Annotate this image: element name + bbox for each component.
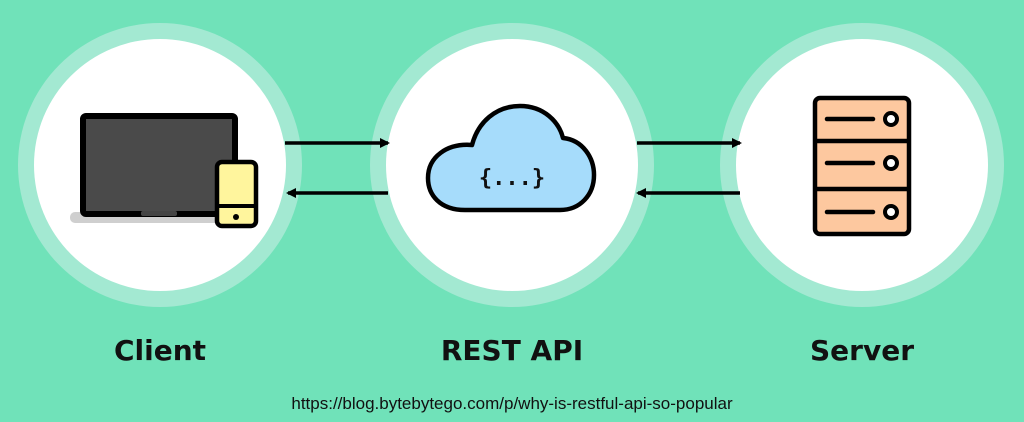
source-url: https://blog.bytebytego.com/p/why-is-res…	[291, 394, 733, 413]
cloud-json-text: {...}	[478, 166, 546, 191]
client-label: Client	[113, 334, 207, 367]
server-label: Server	[809, 334, 914, 367]
client-node	[18, 23, 302, 307]
rest-api-label: REST API	[440, 334, 584, 367]
laptop-icon	[70, 113, 238, 223]
arrows	[285, 138, 742, 198]
phone-icon	[214, 159, 259, 229]
server-icon	[812, 95, 912, 237]
rest-api-node	[370, 23, 654, 307]
cloud-icon	[425, 103, 597, 213]
server-node	[720, 23, 1004, 307]
